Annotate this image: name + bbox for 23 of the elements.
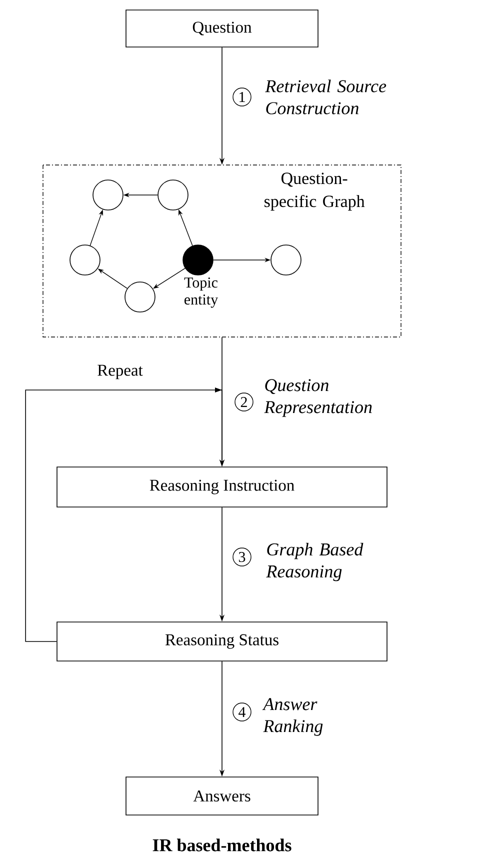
edge-label: Question Representation [264, 379, 372, 417]
edge-label: Repeat [96, 364, 144, 380]
callout-number: 3 [232, 548, 252, 566]
graph-edge [153, 268, 186, 289]
callout-number: 1 [232, 88, 252, 106]
graph-node-circle [92, 180, 124, 210]
loop-arrow [25, 388, 225, 642]
edge-label: Answer Ranking [262, 698, 323, 736]
edge-label: Graph Based Reasoning [266, 542, 364, 582]
graph-node-circle [124, 282, 156, 312]
process-box: Answers [126, 776, 318, 816]
process-box: Question [126, 10, 318, 48]
node-caption: Topic entity [184, 278, 218, 308]
graph-node-circle [70, 244, 100, 276]
edge-label: Retrieval Source Construction [265, 80, 386, 114]
graph-node-circle [182, 244, 214, 276]
callout-number: 2 [234, 392, 254, 412]
callout-number: 4 [232, 702, 252, 722]
process-box: Reasoning Instruction [56, 466, 388, 508]
graph-node-circle [270, 244, 302, 276]
title: IR based-methods [152, 838, 292, 852]
graph-node-circle [158, 180, 188, 210]
process-box: Reasoning Status [56, 622, 388, 662]
